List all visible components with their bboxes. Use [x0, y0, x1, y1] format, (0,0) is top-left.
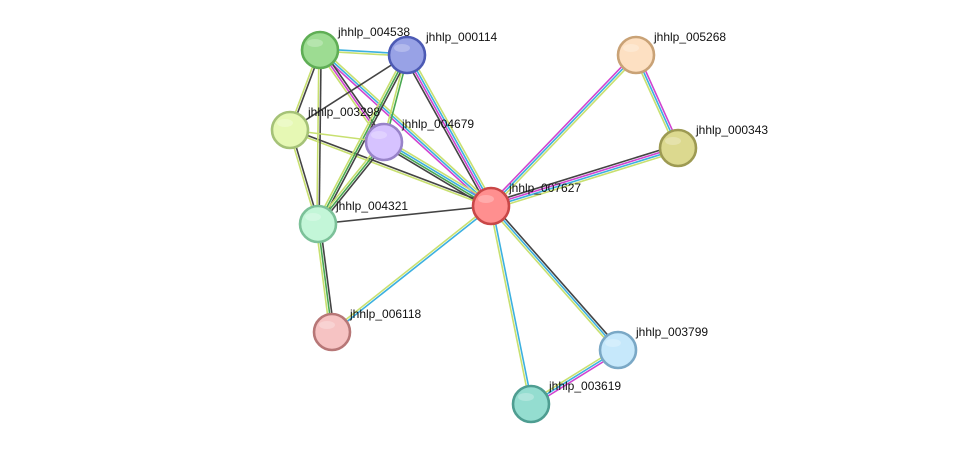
- node-jhhlp_003298[interactable]: [270, 110, 310, 150]
- protein-node-icon[interactable]: [616, 35, 656, 75]
- node-highlight: [305, 213, 321, 221]
- node-label: jhhlp_004321: [335, 199, 408, 213]
- evidence-line: [488, 52, 635, 206]
- protein-node-icon[interactable]: [387, 35, 427, 75]
- node-highlight: [371, 131, 387, 139]
- node-highlight: [518, 393, 534, 401]
- node-label: jhhlp_003619: [548, 379, 621, 393]
- node-jhhlp_005268[interactable]: [616, 35, 656, 75]
- edge-n7-n11[interactable]: [489, 205, 533, 405]
- node-jhhlp_000114[interactable]: [387, 35, 427, 75]
- evidence-line: [490, 54, 637, 207]
- node-label: jhhlp_006118: [349, 307, 422, 321]
- node-jhhlp_004538[interactable]: [300, 30, 340, 70]
- node-label: jhhlp_000343: [695, 123, 768, 137]
- node-label: jhhlp_004538: [337, 25, 410, 39]
- evidence-line: [491, 205, 533, 404]
- evidence-line: [491, 150, 680, 210]
- node-label: jhhlp_004679: [401, 117, 474, 131]
- evidence-line: [317, 205, 492, 225]
- node-jhhlp_007627[interactable]: [471, 186, 511, 226]
- protein-node-icon[interactable]: [511, 384, 551, 424]
- protein-node-icon[interactable]: [312, 312, 352, 352]
- node-jhhlp_004321[interactable]: [298, 204, 338, 244]
- evidence-line: [489, 144, 678, 204]
- evidence-line: [320, 47, 494, 205]
- evidence-line: [317, 51, 491, 209]
- edge-n1-n8[interactable]: [316, 49, 322, 225]
- evidence-line: [318, 50, 322, 225]
- evidence-line: [289, 130, 491, 208]
- evidence-line: [490, 205, 619, 351]
- evidence-line: [385, 138, 494, 204]
- edge-n7-n10[interactable]: [488, 204, 621, 352]
- edge-n7-n6[interactable]: [489, 144, 680, 210]
- node-highlight: [478, 195, 494, 203]
- edge-n2-n4[interactable]: [289, 54, 408, 131]
- edge-n7-n4[interactable]: [289, 128, 492, 208]
- node-highlight: [394, 44, 410, 52]
- evidence-line: [383, 142, 491, 208]
- node-highlight: [605, 339, 621, 347]
- evidence-line: [290, 128, 492, 206]
- protein-node-icon[interactable]: [658, 128, 698, 168]
- evidence-line: [289, 54, 408, 131]
- evidence-line: [491, 148, 679, 208]
- node-highlight: [319, 321, 335, 329]
- evidence-line: [492, 55, 639, 209]
- edge-n7-n8[interactable]: [317, 205, 492, 225]
- evidence-line: [330, 204, 491, 332]
- evidence-line: [492, 204, 621, 350]
- node-label: jhhlp_000114: [425, 30, 498, 44]
- node-label: jhhlp_003298: [307, 105, 380, 119]
- node-highlight: [623, 44, 639, 52]
- protein-node-icon[interactable]: [598, 330, 638, 370]
- edge-n7-n1[interactable]: [317, 47, 494, 209]
- evidence-line: [488, 206, 617, 352]
- evidence-line: [405, 55, 491, 207]
- node-jhhlp_003619[interactable]: [511, 384, 551, 424]
- node-jhhlp_000343[interactable]: [658, 128, 698, 168]
- node-label: jhhlp_007627: [508, 181, 581, 195]
- evidence-line: [407, 54, 493, 206]
- evidence-line: [319, 49, 492, 207]
- evidence-line: [490, 146, 678, 206]
- evidence-line: [409, 53, 495, 205]
- edge-n7-n2[interactable]: [403, 53, 495, 208]
- evidence-line: [332, 206, 493, 334]
- node-highlight: [277, 119, 293, 127]
- node-highlight: [665, 137, 681, 145]
- node-jhhlp_003799[interactable]: [598, 330, 638, 370]
- edge-n7-n9[interactable]: [330, 204, 493, 334]
- node-jhhlp_006118[interactable]: [312, 312, 352, 352]
- evidence-line: [403, 56, 489, 208]
- edge-n7-n5[interactable]: [381, 138, 494, 210]
- edge-n7-n3[interactable]: [488, 52, 639, 209]
- node-label: jhhlp_005268: [653, 30, 726, 44]
- protein-node-icon[interactable]: [300, 30, 340, 70]
- evidence-line: [316, 49, 320, 224]
- evidence-line: [489, 206, 531, 405]
- evidence-line: [319, 55, 410, 226]
- protein-node-icon[interactable]: [364, 122, 404, 162]
- node-layer: [270, 30, 698, 424]
- protein-node-icon[interactable]: [471, 186, 511, 226]
- protein-node-icon[interactable]: [270, 110, 310, 150]
- protein-node-icon[interactable]: [298, 204, 338, 244]
- node-highlight: [307, 39, 323, 47]
- evidence-line: [384, 140, 492, 206]
- node-label: jhhlp_003799: [635, 325, 708, 339]
- node-jhhlp_004679[interactable]: [364, 122, 404, 162]
- label-layer: jhhlp_004538 jhhlp_000114 jhhlp_005268jhhl…: [307, 25, 768, 393]
